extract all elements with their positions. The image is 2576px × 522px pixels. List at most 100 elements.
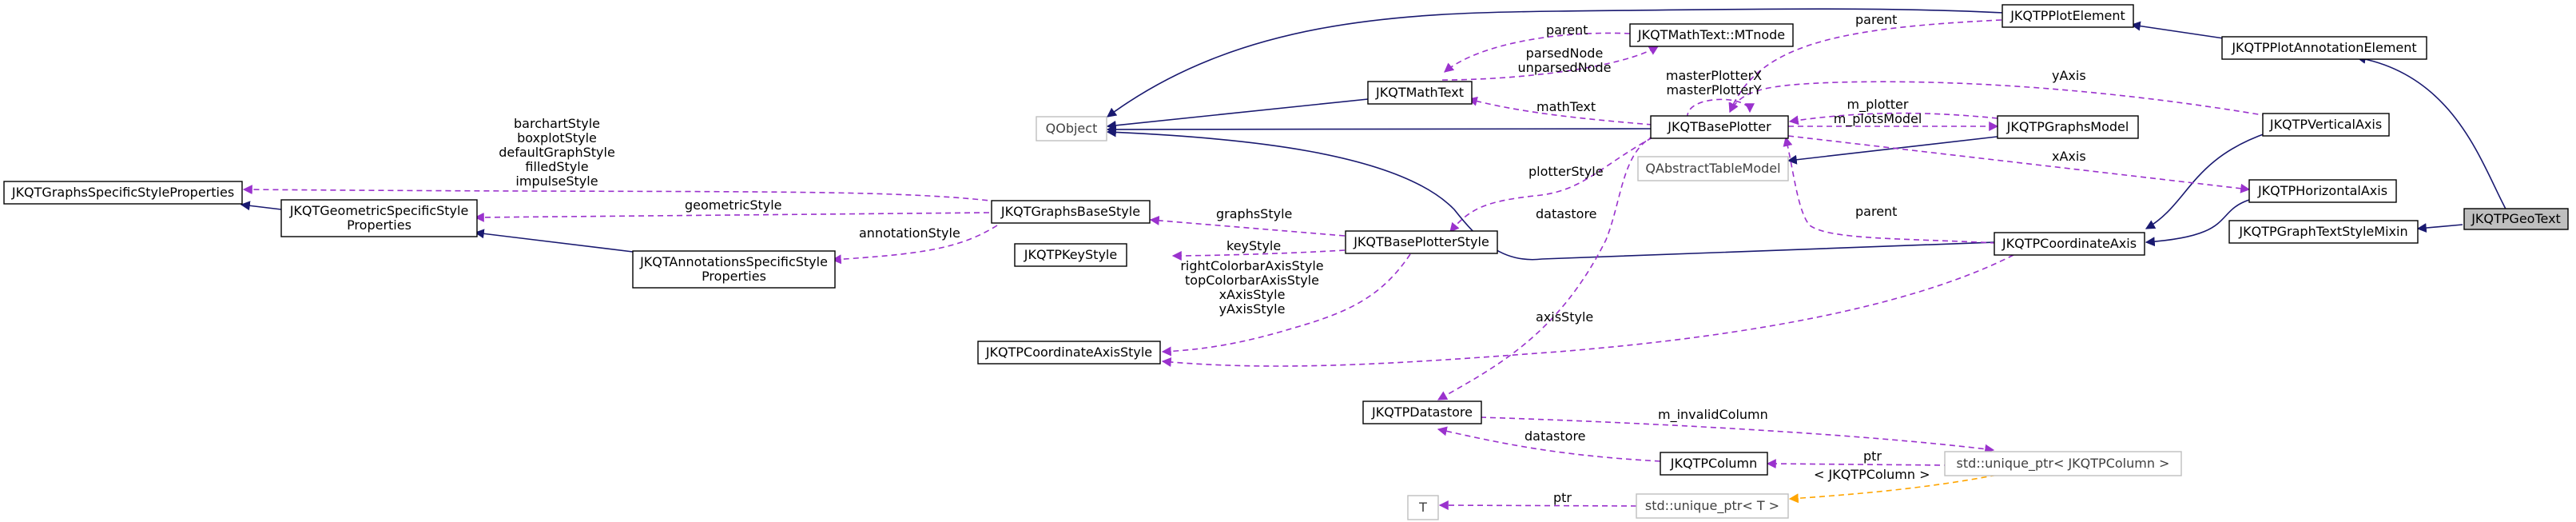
node-vertical-axis[interactable]: JKQTPVerticalAxis	[2262, 113, 2390, 137]
node-label: JKQTPGraphTextStyleMixin	[2238, 224, 2407, 239]
node-label: JKQTMathText	[1375, 85, 1464, 100]
node-abstract-table-model[interactable]: QAbstractTableModel	[1637, 156, 1789, 181]
node-box	[1944, 451, 2182, 476]
edge-datastore-col	[1437, 426, 1661, 462]
edge-mathtext-qobject	[1106, 98, 1369, 130]
edge-plotterstyle	[1449, 137, 1653, 233]
node-label: T	[1418, 500, 1427, 515]
edge-label-xaxis: xAxis	[2052, 149, 2086, 164]
edge-graphsstyle	[1149, 215, 1346, 237]
edge-parent-mtnode	[1444, 32, 1631, 73]
node-box	[2248, 179, 2397, 203]
node-label: JKQTPCoordinateAxisStyle	[985, 345, 1152, 360]
node-box	[1629, 23, 1794, 47]
edge-coordinateaxis-qobject	[1106, 127, 1997, 261]
edge-geotext-mixin	[2416, 223, 2463, 233]
edge-plotelement-qobject	[1107, 8, 2005, 118]
node-box	[1997, 115, 2139, 139]
node-graphs-base-style[interactable]: JKQTGraphsBaseStyle	[991, 200, 1151, 224]
edge-label-ptr-col: ptr	[1863, 448, 1882, 464]
edge-annotationstyle	[831, 225, 998, 265]
node-unique-ptr-t[interactable]: std::unique_ptr< T >	[1636, 493, 1789, 519]
edge-label-keystyle: keyStyle	[1226, 238, 1281, 253]
edge-label-yaxis: yAxis	[2052, 68, 2086, 83]
edge-label-minvalidcolumn: m_invalidColumn	[1658, 407, 1768, 423]
node-label: JKQTPGeoText	[2471, 211, 2561, 226]
node-box	[1994, 232, 2145, 256]
node-base-plotter[interactable]: JKQTBasePlotter	[1650, 115, 1789, 139]
node-base-plotter-style[interactable]: JKQTBasePlotterStyle	[1345, 230, 1498, 254]
node-horizontal-axis[interactable]: JKQTPHorizontalAxis	[2248, 179, 2397, 203]
node-key-style[interactable]: JKQTPKeyStyle	[1014, 243, 1127, 267]
edge-label-parent-mtnode: parent	[1546, 22, 1588, 38]
node-plot-element[interactable]: JKQTPPlotElement	[2002, 4, 2134, 28]
node-box	[1345, 230, 1498, 254]
edge-parent-axis	[1783, 136, 1997, 244]
nodes: JKQTPGeoText JKQTPPlotAnnotationElement …	[3, 4, 2569, 520]
node-box	[1036, 116, 1107, 141]
node-label: QAbstractTableModel	[1645, 161, 1780, 176]
node-label: JKQTPPlotElement	[2010, 8, 2125, 23]
node-graph-text-style-mixin[interactable]: JKQTPGraphTextStyleMixin	[2228, 220, 2419, 244]
node-graphs-specific-style-properties[interactable]: JKQTGraphsSpecificStyleProperties	[3, 181, 243, 205]
edge-geometricstyle	[474, 212, 990, 222]
edge-barchartstyle	[242, 185, 998, 202]
node-box	[280, 199, 478, 237]
edges	[240, 8, 2512, 511]
node-qobject[interactable]: QObject	[1036, 116, 1107, 141]
node-mathtext[interactable]: JKQTMathText	[1367, 81, 1473, 105]
node-label: JKQTPGraphsModel	[2006, 119, 2129, 134]
edge-label-parent-axis: parent	[1855, 204, 1897, 219]
node-box	[1637, 156, 1789, 181]
node-coordinate-axis-style[interactable]: JKQTPCoordinateAxisStyle	[977, 341, 1161, 365]
edge-label-parent-element: parent	[1855, 12, 1897, 27]
edge-masterplotter	[1687, 98, 1755, 119]
node-label: JKQTBasePlotter	[1667, 119, 1771, 134]
edge-yaxis	[1729, 81, 2268, 117]
node-mathtext-mtnode[interactable]: JKQTMathText::MTnode	[1629, 23, 1794, 47]
edge-keystyle	[1171, 249, 1346, 261]
edge-label-graphsstyle: graphsStyle	[1216, 206, 1292, 221]
node-box	[1660, 452, 1768, 476]
edge-label-axisstyle: axisStyle	[1536, 309, 1593, 325]
node-plot-annotation-element[interactable]: JKQTPPlotAnnotationElement	[2221, 36, 2427, 60]
edge-label-datastore-bp: datastore	[1536, 206, 1597, 221]
node-label: JKQTBasePlotterStyle	[1353, 234, 1489, 249]
node-graphs-model[interactable]: JKQTPGraphsModel	[1997, 115, 2139, 139]
node-column[interactable]: JKQTPColumn	[1660, 452, 1768, 476]
node-box	[1367, 81, 1473, 105]
node-label: JKQTGraphsBaseStyle	[1000, 204, 1140, 219]
node-label: JKQTGraphsSpecificStyleProperties	[11, 185, 234, 200]
node-label: JKQTPHorizontalAxis	[2257, 183, 2387, 198]
edge-baseplotter-qobject	[1106, 124, 1653, 134]
node-label: JKQTPPlotAnnotationElement	[2231, 40, 2416, 55]
node-box	[1407, 495, 1439, 520]
node-label: JKQTPKeyStyle	[1024, 247, 1117, 262]
node-box	[1650, 115, 1789, 139]
edge-xaxis	[1787, 135, 2251, 193]
node-unique-ptr-column[interactable]: std::unique_ptr< JKQTPColumn >	[1944, 451, 2182, 476]
node-label: JKQTPCoordinateAxis	[2002, 236, 2137, 251]
node-box	[1636, 493, 1789, 519]
node-coordinate-axis[interactable]: JKQTPCoordinateAxis	[1994, 232, 2145, 256]
node-box	[3, 181, 243, 205]
edge-parsednode	[1441, 46, 1660, 81]
node-t[interactable]: T	[1407, 495, 1439, 520]
node-geo-text[interactable]: JKQTPGeoText	[2463, 208, 2569, 230]
edge-geotext-annotation	[2355, 54, 2512, 220]
node-label: JKQTPColumn	[1670, 456, 1758, 471]
node-datastore[interactable]: JKQTPDatastore	[1362, 400, 1482, 424]
edge-horizontalaxis-coordinateaxis	[2145, 199, 2250, 247]
node-label: QObject	[1046, 121, 1098, 136]
edge-label-template: < JKQTPColumn >	[1814, 467, 1930, 482]
node-box	[2228, 220, 2419, 244]
edge-label-geometricstyle: geometricStyle	[685, 197, 782, 213]
